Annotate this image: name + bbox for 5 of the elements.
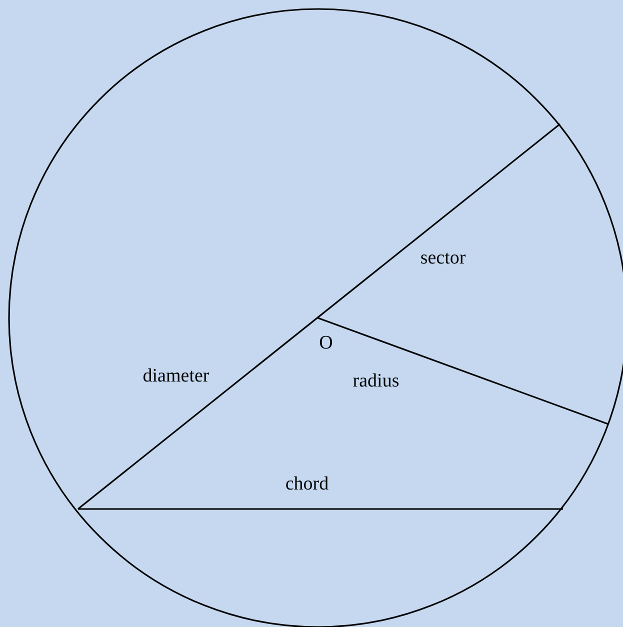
radius-label: radius: [352, 372, 400, 390]
chord-label: chord: [285, 474, 329, 494]
diameter-label: diameter: [142, 366, 210, 386]
center-label: O: [319, 334, 333, 352]
sector-label: sector: [420, 248, 466, 268]
